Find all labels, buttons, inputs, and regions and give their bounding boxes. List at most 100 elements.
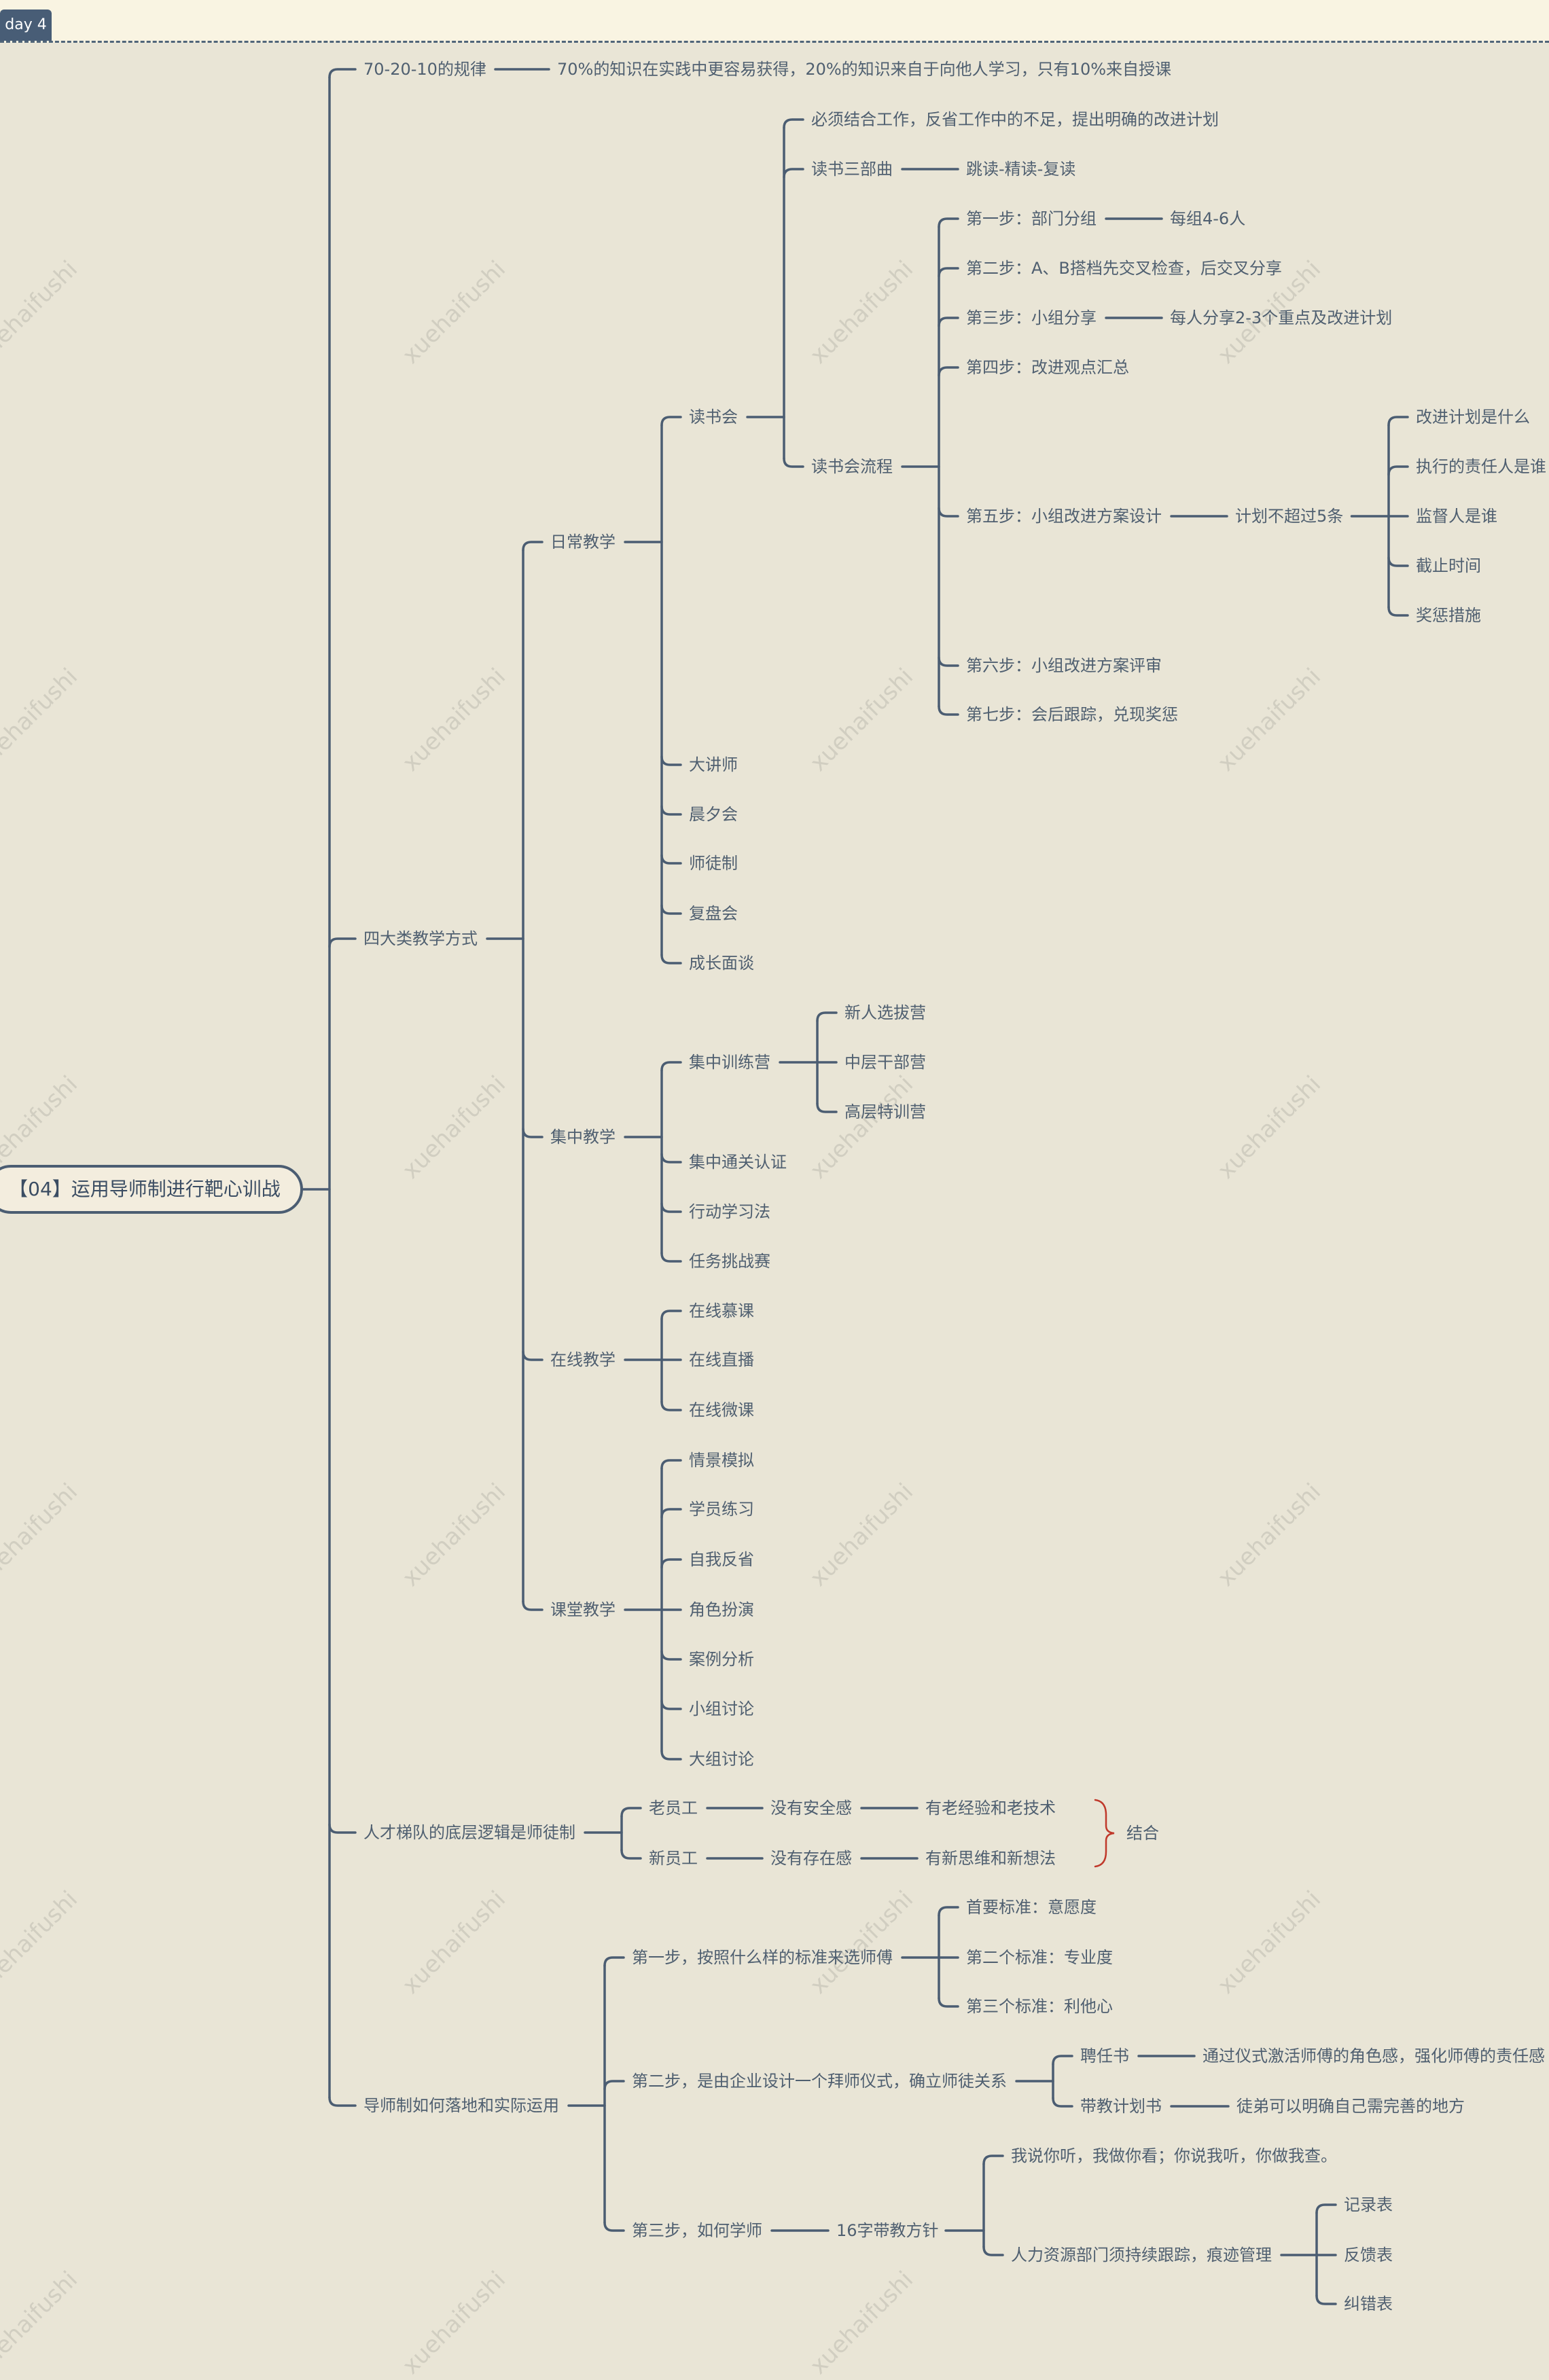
mindmap-node[interactable]: 师徒制 — [689, 854, 738, 873]
mindmap-node[interactable]: 新员工 — [649, 1849, 698, 1868]
mindmap-node[interactable]: 跳读-精读-复读 — [966, 160, 1076, 179]
mindmap-node[interactable]: 有老经验和老技术 — [925, 1799, 1056, 1818]
mindmap-node[interactable]: 第三步，如何学师 — [632, 2221, 762, 2240]
mindmap-branch — [660, 1699, 682, 1710]
mindmap-node[interactable]: 没有安全感 — [770, 1799, 852, 1818]
top-bar: day 4 — [0, 0, 1549, 43]
mindmap-branch — [522, 1350, 544, 1361]
mindmap-node[interactable]: 没有存在感 — [770, 1849, 852, 1868]
root-branch — [328, 68, 357, 79]
mindmap-node[interactable]: 带教计划书 — [1080, 2097, 1162, 2116]
mindmap-branch — [603, 2221, 625, 2232]
mindmap-node[interactable]: 高层特训营 — [844, 1102, 926, 1121]
mindmap-node[interactable]: 执行的责任人是谁 — [1416, 457, 1546, 476]
mindmap-node[interactable]: 通过仪式激活师傅的角色感，强化师傅的责任感 — [1203, 2047, 1545, 2066]
mindmap-node[interactable]: 70-20-10的规律 — [363, 60, 486, 79]
mindmap-node[interactable]: 任务挑战赛 — [689, 1252, 770, 1271]
mindmap-node[interactable]: 读书会 — [689, 408, 738, 427]
mindmap-node[interactable]: 人力资源部门须持续跟踪，痕迹管理 — [1011, 2246, 1272, 2265]
mindmap-branch — [660, 1650, 682, 1661]
mindmap-branch — [938, 1997, 959, 2008]
mindmap-node[interactable]: 监督人是谁 — [1416, 507, 1497, 526]
mindmap-node[interactable]: 自我反省 — [689, 1550, 754, 1569]
mindmap-node[interactable]: 在线慕课 — [689, 1301, 754, 1320]
mindmap-node[interactable]: 在线教学 — [550, 1350, 616, 1369]
root-branch — [328, 937, 357, 948]
mindmap-node[interactable]: 四大类教学方式 — [363, 929, 478, 948]
mindmap-branch — [1052, 2097, 1073, 2108]
mindmap-node[interactable]: 老员工 — [649, 1799, 698, 1818]
mindmap-node[interactable]: 第四步：改进观点汇总 — [966, 358, 1129, 377]
mindmap-node[interactable]: 集中通关认证 — [689, 1153, 787, 1172]
mindmap-node[interactable]: 晨夕会 — [689, 805, 738, 824]
mindmap-node[interactable]: 奖惩措施 — [1416, 606, 1481, 625]
root-branch — [328, 1823, 357, 1834]
mindmap-node[interactable]: 读书三部曲 — [811, 160, 893, 179]
mindmap-node[interactable]: 读书会流程 — [811, 457, 893, 476]
mindmap-node[interactable]: 大讲师 — [689, 755, 738, 774]
mindmap-node[interactable]: 大组讨论 — [689, 1750, 754, 1769]
mindmap-node[interactable]: 第二步：A、B搭档先交叉检查，后交叉分享 — [966, 259, 1282, 278]
mindmap-node[interactable]: 70%的知识在实践中更容易获得，20%的知识来自于向他人学习，只有10%来自授课 — [557, 60, 1172, 79]
mindmap-node[interactable]: 课堂教学 — [550, 1600, 616, 1619]
mindmap-node[interactable]: 导师制如何落地和实际运用 — [363, 2096, 559, 2115]
mindmap-node[interactable]: 我说你听，我做你看；你说我听，你做我查。 — [1011, 2146, 1337, 2165]
mindmap-branch — [522, 1600, 544, 1611]
mindmap-node[interactable]: 计划不超过5条 — [1235, 507, 1344, 526]
mindmap-node[interactable]: 纠错表 — [1344, 2294, 1393, 2313]
mindmap-branch — [938, 507, 959, 518]
mindmap-node[interactable]: 复盘会 — [689, 904, 738, 923]
mindmap-node[interactable]: 第六步：小组改进方案评审 — [966, 656, 1162, 675]
root-node[interactable]: 【04】运用导师制进行靶心训战 — [0, 1165, 303, 1214]
mindmap-node[interactable]: 学员练习 — [689, 1500, 754, 1519]
mindmap-node[interactable]: 聘任书 — [1080, 2047, 1129, 2066]
mindmap-node[interactable]: 有新思维和新想法 — [925, 1849, 1056, 1868]
mindmap-branch — [938, 656, 959, 667]
mindmap-node[interactable]: 小组讨论 — [689, 1699, 754, 1718]
mindmap-node[interactable]: 案例分析 — [689, 1650, 754, 1669]
mindmap-branch — [938, 267, 959, 278]
mindmap-node[interactable]: 第一步：部门分组 — [966, 209, 1097, 228]
mindmap-node[interactable]: 第三个标准：利他心 — [966, 1997, 1113, 2016]
mindmap-branch — [1315, 2203, 1337, 2214]
mindmap-node[interactable]: 必须结合工作，反省工作中的不足，提出明确的改进计划 — [811, 110, 1219, 129]
mindmap-node[interactable]: 中层干部营 — [844, 1053, 926, 1072]
day-tab[interactable]: day 4 — [0, 10, 52, 41]
mindmap-node[interactable]: 徒弟可以明确自己需完善的地方 — [1236, 2097, 1465, 2116]
mindmap-node[interactable]: 集中训练营 — [689, 1053, 770, 1072]
mindmap-node[interactable]: 在线微课 — [689, 1401, 754, 1420]
mindmap-node[interactable]: 在线直播 — [689, 1350, 754, 1369]
mindmap-node[interactable]: 新人选拔营 — [844, 1003, 926, 1022]
mindmap-branch — [660, 755, 682, 766]
mindmap-branch — [660, 1310, 682, 1320]
mindmap-node[interactable]: 人才梯队的底层逻辑是师徒制 — [363, 1823, 575, 1842]
mindmap-node[interactable]: 第二步，是由企业设计一个拜师仪式，确立师徒关系 — [632, 2072, 1007, 2091]
mindmap-node[interactable]: 第五步：小组改进方案设计 — [966, 507, 1162, 526]
mindmap-node[interactable]: 首要标准：意愿度 — [966, 1898, 1097, 1917]
mindmap-branch — [938, 317, 959, 327]
mindmap-node[interactable]: 成长面谈 — [689, 954, 754, 973]
mindmap-node[interactable]: 日常教学 — [550, 533, 616, 552]
mindmap-branch — [603, 2080, 625, 2091]
mindmap-node[interactable]: 集中教学 — [550, 1128, 616, 1147]
mindmap-node[interactable]: 每人分享2-3个重点及改进计划 — [1170, 308, 1393, 327]
mindmap-node[interactable]: 角色扮演 — [689, 1600, 754, 1619]
mindmap-node[interactable]: 第一步，按照什么样的标准来选师傅 — [632, 1948, 893, 1967]
mindmap-node[interactable]: 每组4-6人 — [1170, 209, 1246, 228]
mindmap-node[interactable]: 情景模拟 — [689, 1451, 754, 1470]
mindmap-node[interactable]: 第三步：小组分享 — [966, 308, 1097, 327]
mindmap-branch — [620, 1807, 642, 1818]
mindmap-branch — [1387, 606, 1409, 617]
mindmap-node[interactable]: 第七步：会后跟踪，兑现奖惩 — [966, 705, 1178, 724]
mindmap-branch — [938, 217, 959, 228]
mindmap-node[interactable]: 16字带教方针 — [836, 2221, 939, 2240]
mindmap-node[interactable]: 反馈表 — [1344, 2246, 1393, 2265]
mindmap-node[interactable]: 第二个标准：专业度 — [966, 1948, 1113, 1967]
mindmap-node[interactable]: 改进计划是什么 — [1416, 408, 1530, 427]
mindmap-node[interactable]: 行动学习法 — [689, 1202, 770, 1221]
mindmap-branch — [660, 1202, 682, 1213]
mindmap-branch — [660, 904, 682, 915]
mindmap-node[interactable]: 截止时间 — [1416, 556, 1481, 575]
mindmap-branch — [660, 1061, 682, 1072]
mindmap-node[interactable]: 记录表 — [1344, 2195, 1393, 2214]
